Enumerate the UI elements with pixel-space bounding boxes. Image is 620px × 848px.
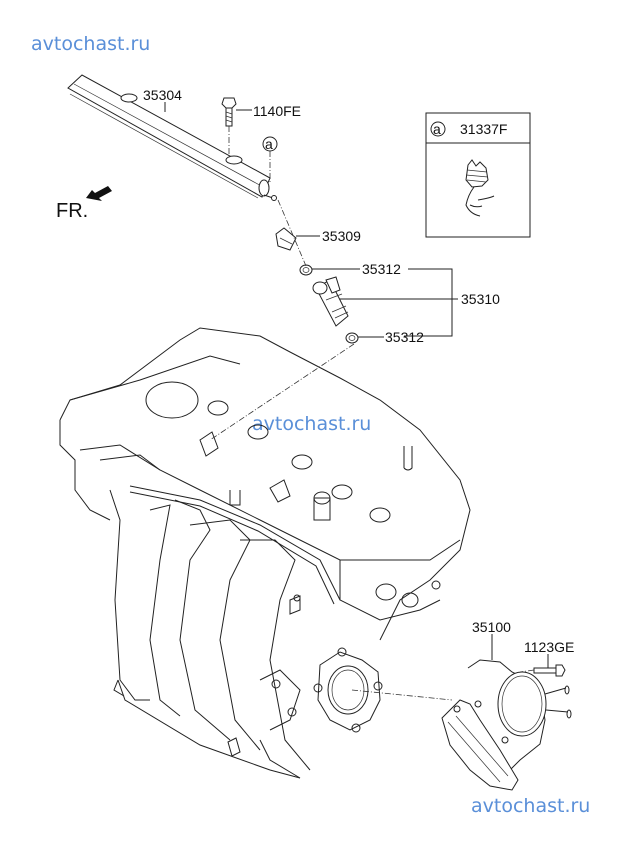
watermark-top: avtochast.ru	[31, 33, 150, 55]
detail-ref-label: a	[433, 121, 441, 137]
rail-bolt[interactable]	[221, 97, 237, 155]
throttle-body[interactable]	[441, 659, 572, 791]
callout-35312-top[interactable]: 35312	[362, 261, 401, 277]
clip-icon	[465, 159, 495, 217]
ref-a-label: a	[265, 136, 273, 152]
throttle-bolt[interactable]	[519, 664, 566, 677]
callout-1140FE[interactable]: 1140FE	[253, 103, 301, 119]
front-label: FR.	[56, 200, 88, 222]
callout-35312-bottom[interactable]: 35312	[385, 329, 424, 345]
throttle-flange	[313, 647, 383, 733]
detail-box: a 31337F	[425, 112, 531, 238]
callout-35309[interactable]: 35309	[322, 228, 361, 244]
callout-35304[interactable]: 35304	[143, 87, 182, 103]
bracket-35310	[404, 268, 453, 337]
injector-connector[interactable]	[275, 227, 297, 251]
assembly-line-rail	[277, 199, 307, 267]
callout-35310[interactable]: 35310	[461, 291, 500, 307]
callout-1123GE[interactable]: 1123GE	[524, 639, 574, 655]
assembly-line-throttle	[351, 689, 453, 701]
detail-part-number[interactable]: 31337F	[460, 121, 507, 137]
fuel-injector[interactable]	[312, 276, 349, 327]
fuel-rail[interactable]	[67, 74, 277, 201]
o-ring-lower[interactable]	[345, 332, 359, 344]
watermark-bottom: avtochast.ru	[471, 795, 590, 817]
front-arrow-icon	[86, 186, 112, 201]
assembly-line-injector	[209, 343, 355, 441]
o-ring-upper[interactable]	[299, 264, 313, 276]
front-direction-indicator: FR.	[56, 186, 112, 222]
ref-a-marker[interactable]: a	[262, 136, 278, 152]
watermark-middle: avtochast.ru	[252, 413, 371, 435]
engine-assembly	[59, 327, 471, 779]
callout-35100[interactable]: 35100	[472, 619, 511, 635]
